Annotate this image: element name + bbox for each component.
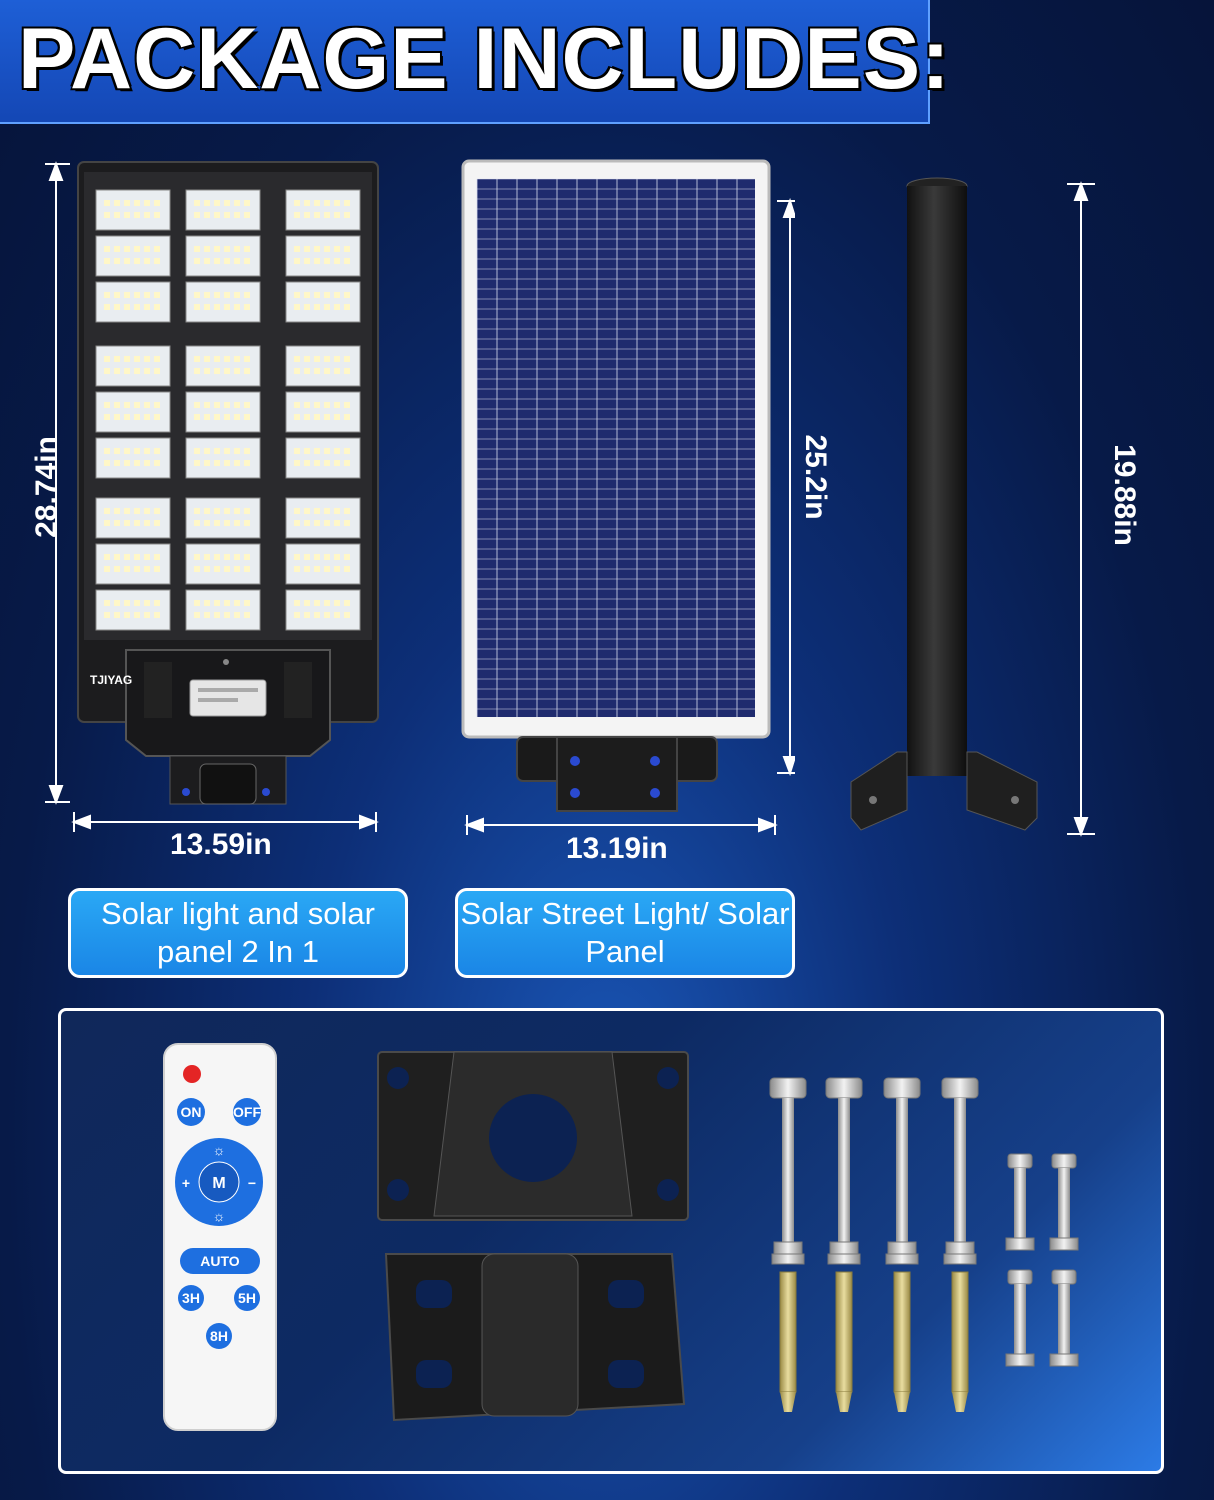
panel-height-label: 25.2in (799, 434, 832, 520)
remote-on-button (177, 1098, 205, 1126)
solar-cell-grid (476, 178, 755, 717)
remote-on-label: ON (181, 1104, 202, 1120)
light-width-dimension-line (71, 812, 379, 832)
panel-width-dimension-line (464, 815, 778, 835)
sun-bright-icon: ☼ (213, 1142, 226, 1158)
remote-plus-label: + (182, 1175, 190, 1191)
panel-width-label: 13.19in (566, 832, 668, 865)
pole-height-label: 19.88in (1108, 444, 1141, 546)
led-module-grid (95, 189, 361, 631)
light-height-dimension-line (45, 161, 70, 805)
pole-height-dimension-line (1067, 181, 1095, 837)
remote-3h-label: 3H (182, 1290, 200, 1306)
solar-panel-image (461, 159, 795, 835)
remote-3h-button (178, 1285, 204, 1311)
remote-control: ON OFF M + − ☼ ☼ AUTO 3H 5H 8H (163, 1043, 277, 1431)
remote-minus-label: − (248, 1175, 256, 1191)
mounting-brackets (377, 1051, 689, 1422)
remote-auto-button (180, 1248, 260, 1274)
mounting-pole-image (850, 177, 1095, 837)
remote-5h-button (234, 1285, 260, 1311)
light-width-label: 13.59in (170, 828, 272, 861)
light-height-label: 28.74in (30, 436, 63, 538)
remote-led-indicator (183, 1065, 201, 1083)
page-title: PACKAGE INCLUDES: (18, 11, 951, 107)
expansion-bolt-set (769, 1077, 979, 1412)
remote-auto-label: AUTO (200, 1253, 240, 1269)
brand-logo: TJIYAG (90, 673, 133, 687)
remote-8h-button (206, 1323, 232, 1349)
hardware-bolts (769, 1077, 1079, 1412)
caption-street-light-panel: Solar Street Light/ Solar Panel (455, 888, 795, 978)
caption-light-and-panel: Solar light and solar panel 2 In 1 (68, 888, 408, 978)
caption-panel-text: Solar Street Light/ Solar Panel (460, 896, 790, 969)
remote-8h-label: 8H (210, 1328, 228, 1344)
sun-dim-icon: ☼ (213, 1208, 226, 1224)
header-banner: PACKAGE INCLUDES: (0, 0, 950, 124)
street-light-image (45, 161, 379, 832)
remote-off-label: OFF (233, 1104, 261, 1120)
panel-height-dimension-line (777, 197, 795, 777)
remote-mode-label: M (212, 1175, 225, 1192)
remote-5h-label: 5H (238, 1290, 256, 1306)
remote-off-button (233, 1098, 261, 1126)
screw-set (1005, 1153, 1079, 1367)
caption-light-text: Solar light and solar panel 2 In 1 (101, 896, 375, 969)
